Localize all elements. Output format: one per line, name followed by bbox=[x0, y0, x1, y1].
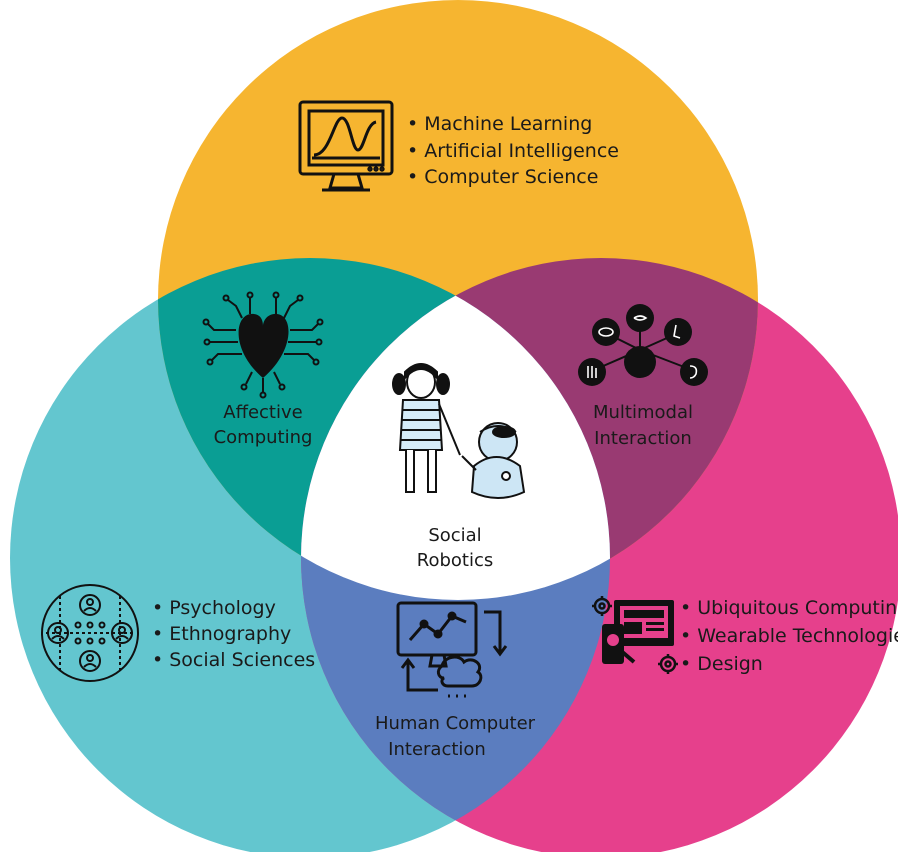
monitor-chart-icon bbox=[298, 100, 394, 192]
monitor-cloud-cycle-icon bbox=[396, 601, 508, 698]
right-item-1: • Ubiquitous Computing bbox=[680, 597, 898, 619]
top-item-1: • Machine Learning bbox=[407, 113, 592, 135]
hci-line-2: Interaction bbox=[388, 739, 486, 760]
overlap-center bbox=[301, 258, 610, 600]
top-item-3: • Computer Science bbox=[407, 166, 598, 188]
left-item-3: • Social Sciences bbox=[152, 649, 315, 671]
left-item-1: • Psychology bbox=[152, 597, 276, 619]
center-line-2: Robotics bbox=[417, 550, 493, 571]
hci-line-1: Human Computer bbox=[375, 713, 536, 734]
affective-line-1: Affective bbox=[223, 402, 302, 423]
left-item-2: • Ethnography bbox=[152, 623, 291, 645]
circuit-heart-icon bbox=[202, 291, 324, 399]
right-item-2: • Wearable Technologies bbox=[680, 625, 898, 647]
people-network-icon bbox=[41, 584, 139, 682]
devices-gears-icon bbox=[592, 596, 678, 674]
multimodal-line-1: Multimodal bbox=[593, 402, 693, 423]
girl-and-robot-icon bbox=[392, 363, 526, 499]
right-item-3: • Design bbox=[680, 653, 763, 675]
top-item-2: • Artificial Intelligence bbox=[407, 140, 619, 162]
center-line-1: Social bbox=[428, 525, 481, 546]
senses-network-icon bbox=[578, 304, 708, 386]
multimodal-line-2: Interaction bbox=[594, 428, 692, 449]
affective-line-2: Computing bbox=[214, 427, 313, 448]
